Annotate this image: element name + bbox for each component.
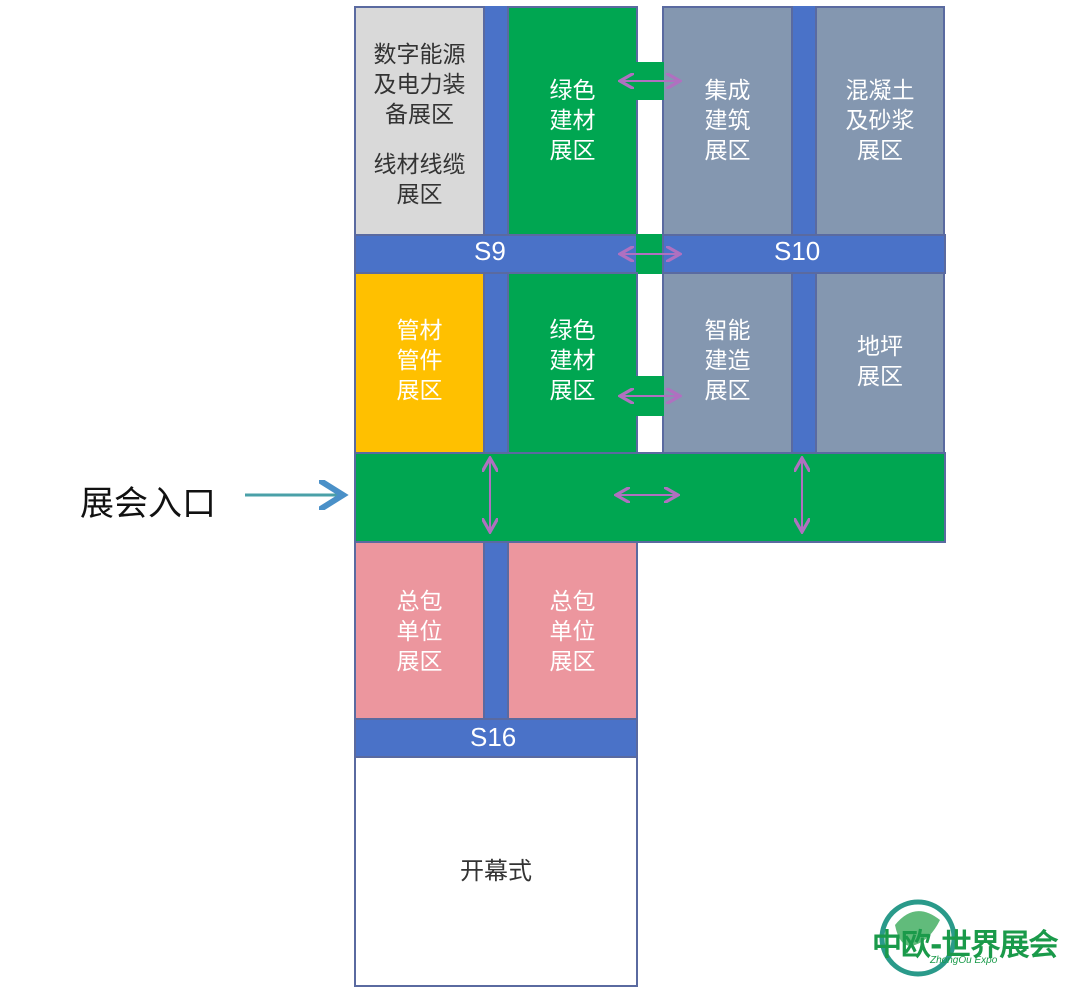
zone-digital-energy[interactable]: 数字能源 及电力装 备展区 线材线缆 展区 (354, 6, 485, 236)
zone-concrete-line2: 及砂浆 (845, 108, 915, 134)
zone-green-top-line1: 绿色 (549, 78, 596, 104)
zone-concrete-line3: 展区 (857, 138, 903, 164)
zone-green-mid-line1: 绿色 (549, 318, 596, 344)
zone-pipe-line1: 管材 (396, 318, 443, 344)
zone-smart-line2: 建造 (704, 348, 751, 374)
zone-integrated-line1: 集成 (704, 78, 751, 104)
zone-concrete-mortar[interactable]: 混凝土 及砂浆 展区 (815, 6, 945, 236)
logo-globe-icon (879, 899, 957, 977)
zone-digital-energy-line1: 数字能源 (373, 42, 466, 68)
zone-green-building-mid[interactable]: 绿色 建材 展区 (507, 272, 638, 454)
zone-green-mid-line3: 展区 (549, 378, 596, 404)
zone-digital-energy-line2: 及电力装 (373, 72, 466, 98)
road-s16 (354, 718, 638, 758)
road-vertical-left-lower (483, 540, 509, 720)
zone-smart-line3: 展区 (704, 378, 751, 404)
road-label-s9: S9 (474, 236, 506, 266)
zone-green-top-line2: 建材 (549, 108, 596, 134)
zone-digital-energy-line3: 备展区 (385, 102, 454, 128)
zone-floor-line2: 展区 (857, 364, 903, 390)
zone-wire-cable-line1: 线材线缆 (373, 152, 466, 178)
road-vertical-right (791, 6, 817, 456)
road-label-s10: S10 (774, 236, 821, 266)
zone-opening-label: 开幕式 (460, 857, 532, 885)
zone-general-right-line3: 展区 (549, 649, 596, 675)
zone-general-left-line3: 展区 (396, 649, 443, 675)
zone-pipe-line2: 管件 (396, 348, 443, 374)
zone-green-building-top[interactable]: 绿色 建材 展区 (507, 6, 638, 236)
zone-integrated-building[interactable]: 集成 建筑 展区 (662, 6, 793, 236)
zone-general-right-line2: 单位 (549, 619, 596, 645)
zone-wire-cable-line2: 展区 (396, 182, 443, 208)
zone-green-top-line3: 展区 (549, 138, 596, 164)
zone-concrete-line1: 混凝土 (845, 78, 915, 104)
entrance-label: 展会入口 (80, 484, 216, 524)
zone-integrated-line3: 展区 (704, 138, 751, 164)
road-s10 (662, 234, 946, 274)
zone-smart-line1: 智能 (704, 318, 751, 344)
zone-pipe[interactable]: 管材 管件 展区 (354, 272, 485, 454)
zone-pipe-line3: 展区 (396, 378, 443, 404)
road-s9 (354, 234, 638, 274)
zone-general-contractor-left[interactable]: 总包 单位 展区 (354, 541, 485, 720)
logo-subtext: ZhongOu Expo (930, 955, 998, 966)
road-vertical-left (483, 6, 509, 456)
zone-opening-ceremony[interactable]: 开幕式 (354, 756, 638, 987)
zone-floor-line1: 地坪 (857, 334, 903, 360)
zone-integrated-line2: 建筑 (704, 108, 751, 134)
zone-general-contractor-right[interactable]: 总包 单位 展区 (507, 541, 638, 720)
road-label-s16: S16 (470, 722, 517, 752)
zone-floor[interactable]: 地坪 展区 (815, 272, 945, 454)
zone-green-mid-line2: 建材 (549, 348, 596, 374)
logo: 中欧-世界展会 (872, 928, 1058, 963)
zone-general-left-line2: 单位 (396, 619, 443, 645)
zone-general-right-line1: 总包 (549, 589, 596, 615)
zone-general-left-line1: 总包 (396, 589, 443, 615)
